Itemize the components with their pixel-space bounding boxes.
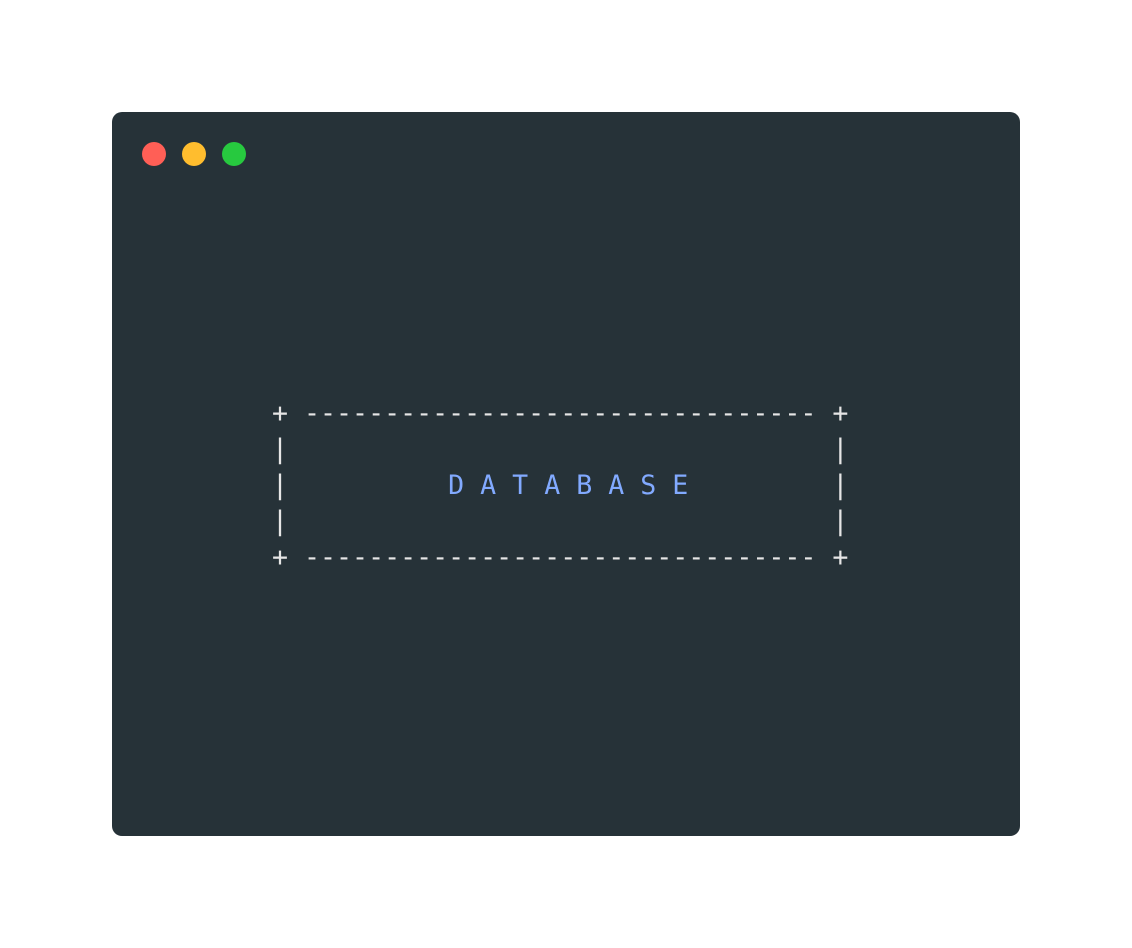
label-right-border: |: [688, 470, 849, 501]
terminal-window: + -------------------------------- +| ||…: [112, 112, 1020, 836]
close-button[interactable]: [142, 142, 166, 166]
bottom-border: + -------------------------------- +: [272, 542, 849, 573]
window-controls: [142, 142, 246, 166]
blank-row: | |: [272, 506, 849, 537]
database-label: D A T A B A S E: [448, 470, 689, 501]
top-border: + -------------------------------- +: [272, 398, 849, 429]
minimize-button[interactable]: [182, 142, 206, 166]
blank-row: | |: [272, 434, 849, 465]
label-left-border: |: [272, 470, 449, 501]
label-row: | D A T A B A S E |: [272, 468, 848, 504]
maximize-button[interactable]: [222, 142, 246, 166]
ascii-diagram: + -------------------------------- +| ||…: [272, 396, 848, 576]
